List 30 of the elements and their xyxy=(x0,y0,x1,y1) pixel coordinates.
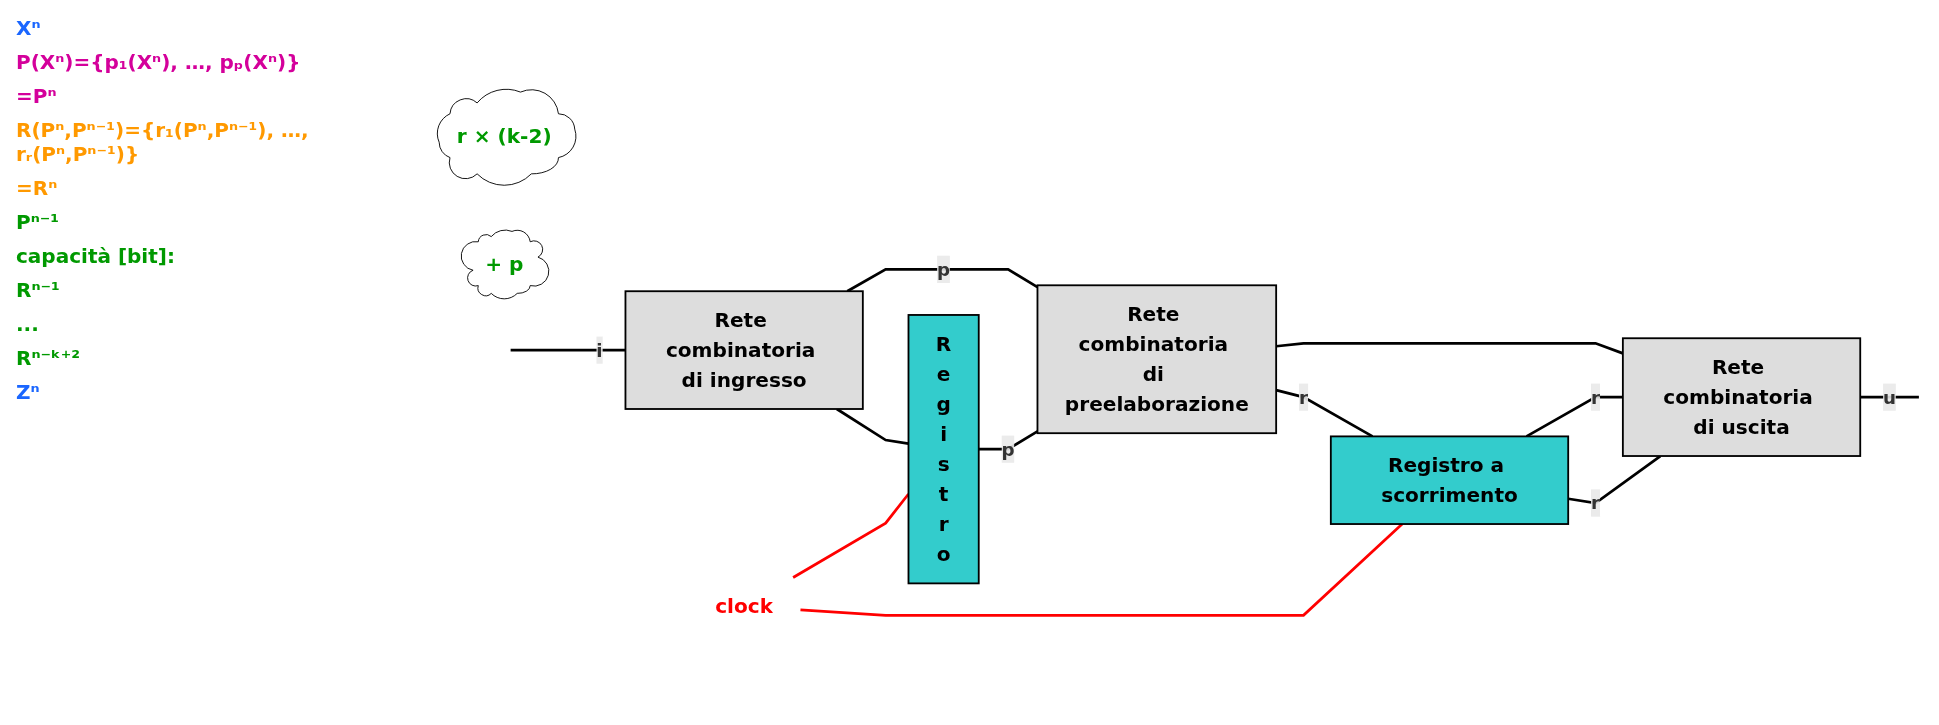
edge-label: u xyxy=(1883,386,1897,409)
node-box: Rete combinatoria di ingresso xyxy=(624,290,864,411)
signal-label: P(Xⁿ)={p₁(Xⁿ), …, pₚ(Xⁿ)} xyxy=(16,50,302,74)
node-text: clock xyxy=(715,595,774,618)
connector xyxy=(1525,396,1623,438)
connector xyxy=(1568,455,1662,505)
signal-label: Rⁿ⁻¹ xyxy=(16,278,61,302)
edge-label: i xyxy=(596,339,603,362)
edge-label: p xyxy=(937,258,951,281)
connector xyxy=(846,268,1039,293)
edge-label: r xyxy=(1591,386,1601,409)
connector xyxy=(836,408,909,446)
signal-label: =Pⁿ xyxy=(16,84,58,108)
connector xyxy=(510,349,626,352)
signal-label: capacità [bit]: xyxy=(16,244,176,268)
signal-label: R(Pⁿ,Pⁿ⁻¹)={r₁(Pⁿ,Pⁿ⁻¹), …, rᵣ(Pⁿ,Pⁿ⁻¹)} xyxy=(16,118,310,166)
edge-label: p xyxy=(1001,438,1015,461)
signal-label: Zⁿ xyxy=(16,380,41,404)
node-box: Rete combinatoria di uscita xyxy=(1621,337,1862,458)
node-box: Registro a scorrimento xyxy=(1329,435,1570,526)
signal-label: =Rⁿ xyxy=(16,176,59,200)
connector xyxy=(800,523,1404,618)
signal-label: Rⁿ⁻ᵏ⁺² xyxy=(16,346,82,370)
signal-label: Pⁿ⁻¹ xyxy=(16,210,61,234)
node-box: Rete combinatoria di preelaborazione xyxy=(1036,284,1278,435)
edge-label: r xyxy=(1298,386,1308,409)
signal-label: Xⁿ xyxy=(16,16,42,40)
node-box: Registro xyxy=(907,314,980,585)
signal-label: ... xyxy=(16,312,40,336)
edge-label: r xyxy=(1591,492,1601,515)
